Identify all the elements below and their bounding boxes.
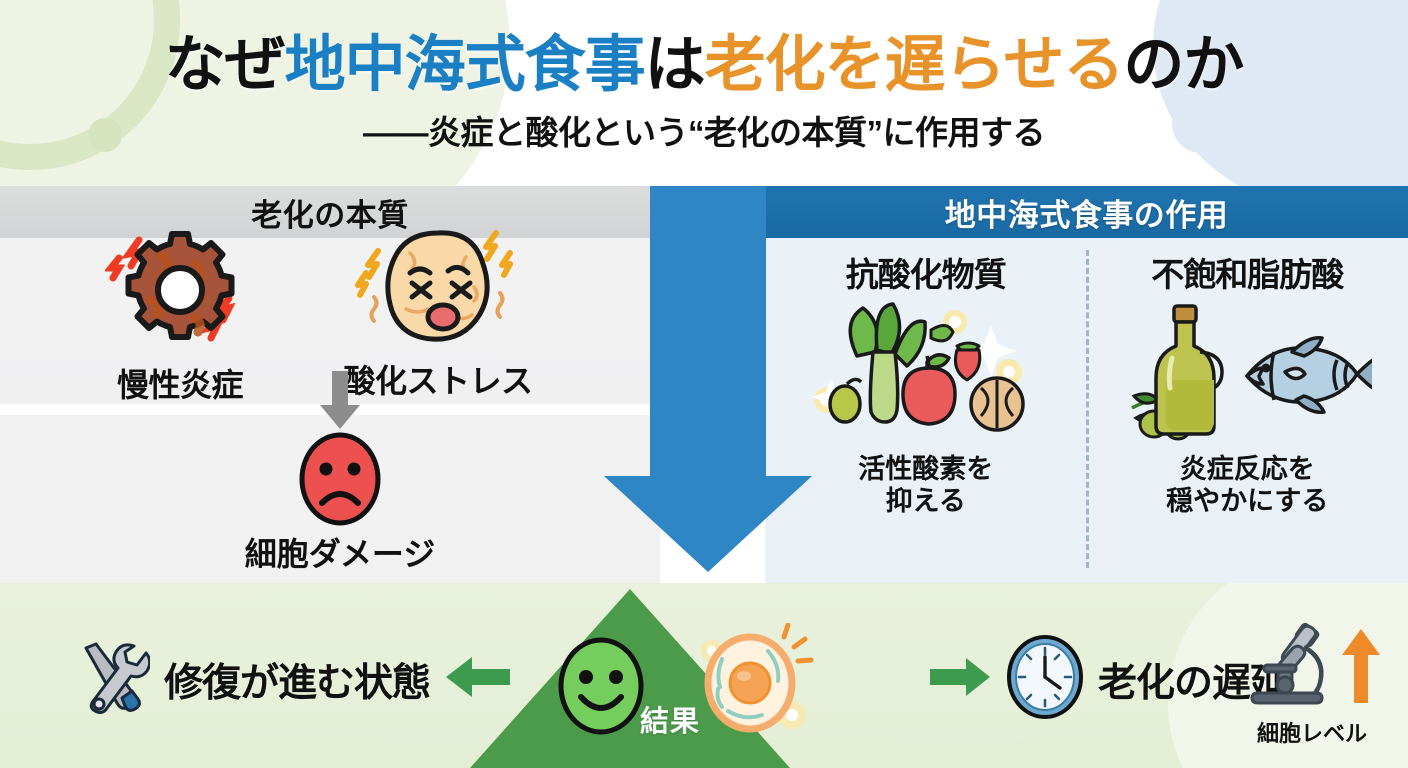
main-board: 老化の本質 — [0, 186, 1408, 583]
olive-oil-fish-icon — [1122, 300, 1373, 450]
right-arrow-green-icon — [930, 658, 992, 701]
tools-repair-icon — [72, 638, 152, 721]
column-unsaturated-fat: 不飽和脂肪酸 — [1087, 238, 1408, 583]
cause-label-2: 酸化ストレス — [343, 363, 533, 399]
right-panel-header: 地中海式食事の作用 — [765, 186, 1408, 238]
stressed-cell-face-icon — [318, 220, 558, 352]
up-arrow-orange-icon — [1342, 629, 1380, 708]
outcome-label: 細胞ダメージ — [244, 536, 436, 572]
cause-chronic-inflammation: 慢性炎症 — [60, 224, 300, 406]
microscope-row — [1244, 622, 1380, 714]
delay-group: 老化の遅延 — [930, 633, 1289, 726]
right-panel-diet-effect: 地中海式食事の作用 抗酸化物質 — [765, 186, 1408, 583]
down-arrow-icon — [318, 371, 362, 431]
title-part-5: のか — [1123, 30, 1244, 99]
column-divider — [1086, 250, 1089, 568]
column-desc-1: 活性酸素を 抑える — [858, 454, 994, 516]
column-desc-2: 炎症反応を 穏やかにする — [1166, 454, 1329, 516]
bottom-results-band: 結果 修復が進む状態 — [0, 583, 1408, 768]
microscope-group: 細胞レベル — [1244, 622, 1380, 748]
cause-label-1: 慢性炎症 — [116, 367, 244, 403]
repair-group: 修復が進む状態 — [72, 638, 511, 721]
column-title-1: 抗酸化物質 — [845, 256, 1007, 293]
title-part-1: なぜ — [164, 30, 286, 99]
microscope-label: 細胞レベル — [1256, 721, 1367, 746]
clock-icon — [1004, 633, 1086, 726]
column-antioxidants: 抗酸化物質 — [765, 238, 1087, 583]
vegetables-fruits-icon — [801, 300, 1051, 450]
left-panel-aging-essence: 老化の本質 — [0, 186, 660, 583]
outcome-cell-damage: 細胞ダメージ — [240, 431, 440, 575]
healthy-cell-icon — [692, 622, 822, 748]
gear-inflammation-icon — [60, 224, 300, 356]
result-label: 結果 — [640, 706, 701, 738]
right-panel-header-label: 地中海式食事の作用 — [944, 197, 1229, 233]
left-panel-header: 老化の本質 — [0, 186, 660, 238]
left-panel-header-label: 老化の本質 — [251, 197, 409, 233]
sad-face-red-icon — [240, 431, 440, 527]
smiley-face-green-icon — [553, 635, 649, 742]
title-block: なぜ地中海式食事は老化を遅らせるのか ——炎症と酸化という“老化の本質”に作用す… — [0, 0, 1408, 186]
cause-oxidative-stress: 酸化ストレス — [318, 220, 558, 402]
page-title: なぜ地中海式食事は老化を遅らせるのか — [164, 30, 1245, 99]
title-part-4: 老化を遅らせる — [704, 30, 1125, 99]
title-part-2: 地中海式食事 — [284, 30, 646, 99]
microscope-icon — [1244, 622, 1336, 714]
title-part-3: は — [644, 30, 706, 99]
repair-label: 修復が進む状態 — [164, 661, 431, 705]
column-title-2: 不飽和脂肪酸 — [1151, 256, 1344, 293]
left-arrow-green-icon — [444, 657, 511, 702]
blue-down-arrow-icon — [598, 186, 818, 574]
page-subtitle: ——炎症と酸化という“老化の本質”に作用する — [363, 113, 1046, 151]
right-panel-columns: 抗酸化物質 — [765, 238, 1408, 583]
